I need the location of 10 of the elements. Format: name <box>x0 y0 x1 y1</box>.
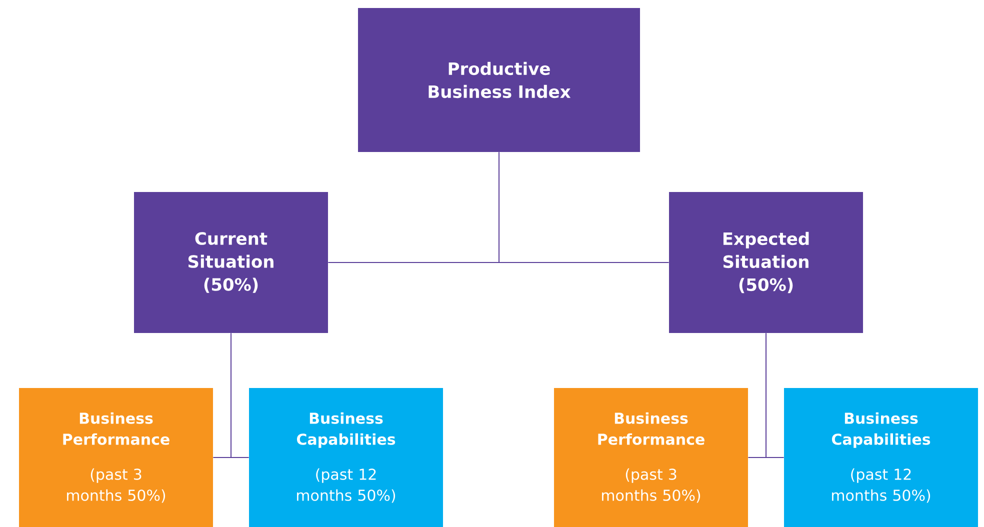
connector-line <box>498 152 670 263</box>
category-box: Expected Situation (50%) <box>669 192 863 333</box>
performance-box: Business Performance (past 3 months 50%) <box>19 388 213 527</box>
connector-line <box>766 332 784 458</box>
capability-box: Business Capabilities (past 12 months 50%) <box>249 388 443 527</box>
category-box: Current Situation (50%) <box>134 192 328 333</box>
connector-line <box>230 332 250 458</box>
capability-box: Business Capabilities (past 12 months 50%) <box>784 388 978 527</box>
index-box: Productive Business Index <box>358 8 640 152</box>
performance-box: Business Performance (past 3 months 50%) <box>554 388 748 527</box>
